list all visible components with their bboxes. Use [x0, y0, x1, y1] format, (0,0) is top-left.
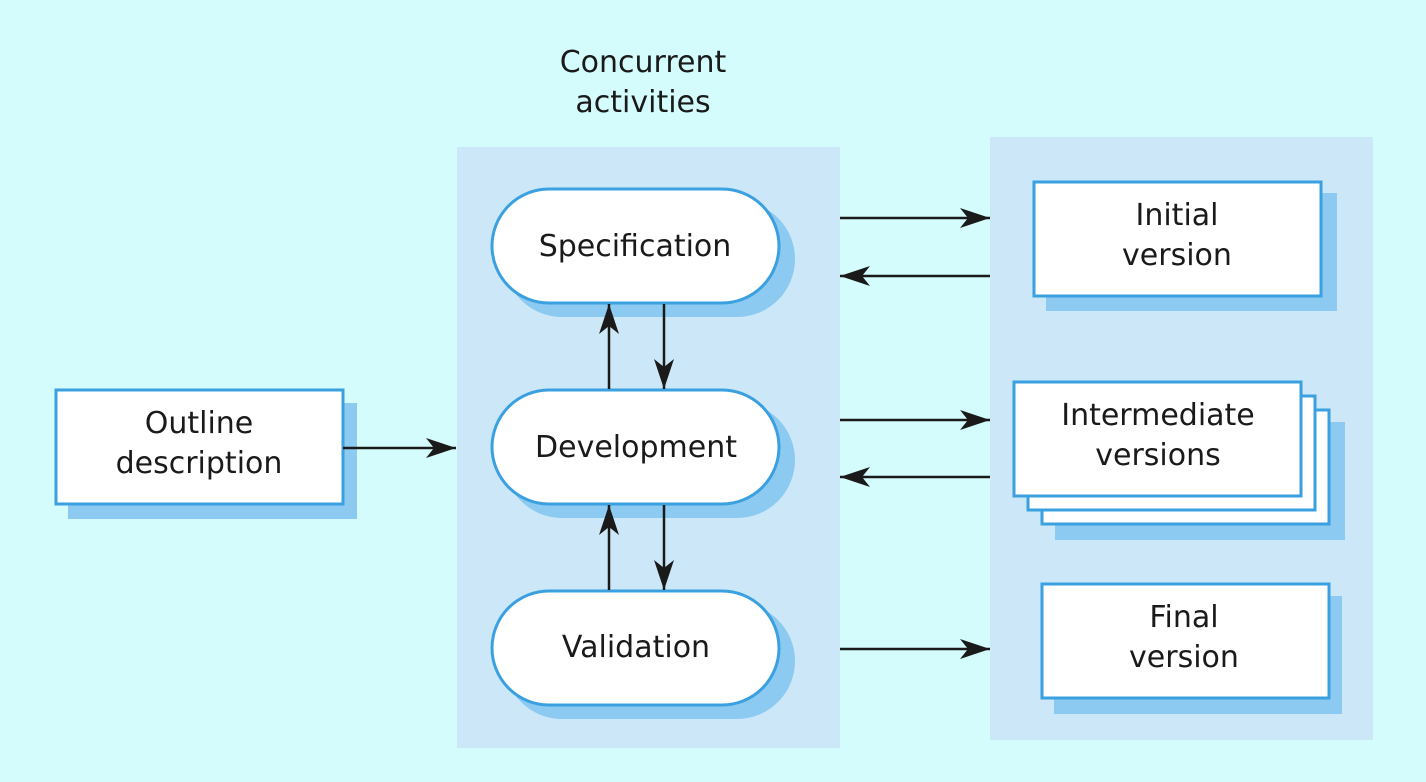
initial-version-line1: Initial — [1135, 198, 1218, 233]
development-label: Development — [535, 430, 737, 465]
outline-description-box: Outline description — [54, 388, 357, 519]
final-version-box: Final version — [1040, 582, 1342, 714]
concurrent-activities-title-line1: Concurrent — [560, 45, 727, 80]
initial-version-line2: version — [1122, 238, 1232, 273]
outline-description-line2: description — [116, 446, 283, 481]
validation-label: Validation — [562, 630, 710, 665]
intermediate-versions-line1: Intermediate — [1061, 398, 1255, 433]
intermediate-versions-box: Intermediate versions — [1012, 380, 1345, 540]
specification-activity: Specification — [490, 187, 795, 317]
initial-version-box: Initial version — [1032, 180, 1337, 311]
concurrent-activities-title-line2: activities — [575, 85, 710, 120]
final-version-line2: version — [1129, 640, 1239, 675]
outline-description-line1: Outline — [145, 406, 254, 441]
validation-activity: Validation — [490, 589, 795, 719]
specification-label: Specification — [539, 229, 732, 264]
final-version-line1: Final — [1149, 600, 1218, 635]
development-activity: Development — [490, 388, 795, 518]
intermediate-versions-line2: versions — [1095, 438, 1221, 473]
